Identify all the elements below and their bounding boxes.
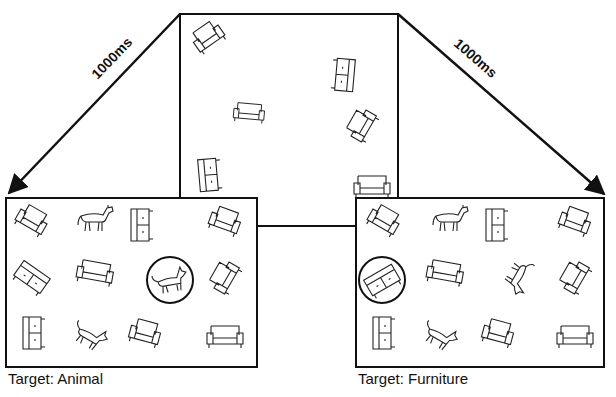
furniture-sketch xyxy=(127,318,162,349)
target-circle xyxy=(359,257,405,303)
furniture-sketch xyxy=(233,102,265,123)
furniture-sketch xyxy=(207,326,243,348)
animal-sketch xyxy=(419,317,460,354)
furniture-sketch xyxy=(354,176,390,198)
animal-sketch xyxy=(151,266,189,295)
furniture-sketch xyxy=(13,202,51,238)
furniture-sketch xyxy=(480,318,515,349)
furniture-sketch xyxy=(486,209,508,241)
animal-sketch xyxy=(501,256,538,297)
timing-label: 1000ms xyxy=(450,34,502,82)
timing-arrow xyxy=(9,14,180,193)
furniture-sketch xyxy=(365,202,403,238)
search-panel: Target: Furniture xyxy=(355,197,605,368)
furniture-sketch xyxy=(557,326,593,348)
timing-arrow xyxy=(398,14,604,194)
furniture-sketch xyxy=(189,19,227,56)
furniture-sketch xyxy=(344,106,380,144)
furniture-sketch xyxy=(331,58,356,92)
panel-caption: Target: Furniture xyxy=(358,370,468,387)
preview-panel xyxy=(180,14,398,226)
animal-sketch xyxy=(69,317,110,354)
animal-sketch xyxy=(433,205,468,231)
furniture-sketch xyxy=(11,260,50,296)
furniture-sketch xyxy=(198,158,223,192)
furniture-sketch xyxy=(557,205,593,238)
furniture-sketch xyxy=(373,317,395,349)
furniture-sketch xyxy=(75,259,114,287)
panel-ground xyxy=(5,197,258,368)
target-circle xyxy=(147,257,193,303)
furniture-sketch xyxy=(23,317,45,349)
animal-sketch xyxy=(78,205,113,231)
furniture-sketch xyxy=(207,205,243,238)
timing-label: 1000ms xyxy=(87,33,137,84)
furniture-sketch xyxy=(425,259,464,287)
panel-ground xyxy=(355,197,605,368)
furniture-sketch xyxy=(364,264,403,299)
furniture-sketch xyxy=(207,258,243,296)
panel-caption: Target: Animal xyxy=(8,370,103,387)
search-panel: Target: Animal xyxy=(5,197,258,368)
furniture-sketch xyxy=(131,209,153,241)
furniture-sketch xyxy=(557,258,593,296)
